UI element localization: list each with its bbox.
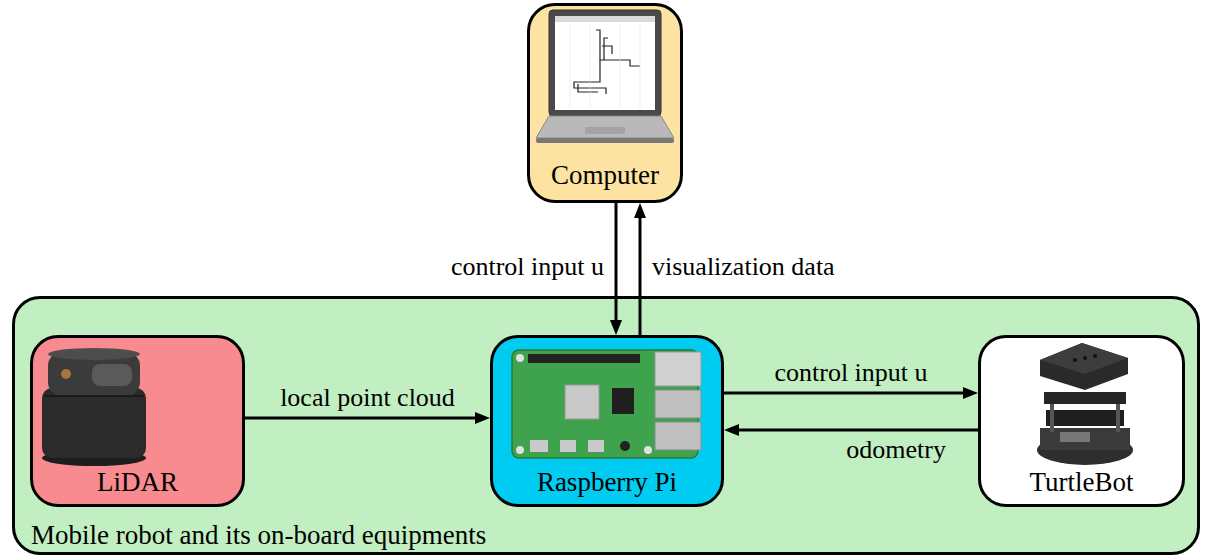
turtlebot-illustration-part (1044, 392, 1126, 404)
raspberry-pi-illustration-part (516, 446, 524, 454)
laptop-illustration-part (536, 138, 674, 143)
laptop-illustration-part (570, 24, 640, 108)
edge-label-holder: control input u (451, 252, 604, 282)
turtlebot-illustration (1037, 343, 1133, 465)
laptop-illustration-part (555, 16, 655, 22)
computer-box: Computer (527, 3, 683, 203)
lidar-illustration-part (48, 352, 140, 396)
edge-label: visualization data (652, 252, 835, 282)
turtlebot-illustration-part (1073, 358, 1077, 362)
raspberry-pi-illustration-part (655, 352, 701, 386)
edge-label: local point cloud (280, 383, 455, 413)
turtlebot-illustration-part (1116, 392, 1120, 432)
laptop-illustration-part-part (578, 84, 598, 92)
lidar-illustration (42, 348, 146, 466)
raspberry-pi-illustration-part (620, 441, 630, 451)
connector-arrow (724, 392, 963, 395)
laptop-illustration (536, 10, 674, 143)
lidar-box: LiDAR (30, 335, 245, 507)
laptop-illustration-part (555, 16, 655, 110)
raspberry-pi-illustration-part (588, 440, 604, 452)
turtlebot-illustration-part (1040, 343, 1128, 390)
raspberry-pi-illustration-part (612, 388, 634, 414)
robot-region: Mobile robot and its on-board equipments… (12, 296, 1200, 555)
laptop-illustration-part-part (570, 24, 571, 108)
edge-label-holder: local point cloud (280, 383, 455, 413)
edge-label: odometry (846, 435, 946, 465)
raspberry-pi-illustration-part (530, 440, 548, 452)
raspberry-pi-illustration-part (644, 446, 652, 454)
node-label: Mobile robot and its on-board equipments (31, 520, 486, 551)
laptop-illustration-part-part (602, 46, 612, 54)
laptop-illustration-part-part (604, 60, 640, 66)
connector-arrow (639, 218, 642, 335)
laptop-illustration-part (574, 30, 640, 94)
turtlebot-illustration-part (1040, 343, 1128, 374)
laptop-illustration-part-part (596, 30, 608, 60)
turtlebot-illustration-part (1050, 392, 1054, 432)
edge-label: control input u (451, 252, 604, 282)
node-label: TurtleBot (1029, 467, 1133, 498)
lidar-illustration-part (92, 364, 132, 386)
turtlebot-illustration-part (1046, 410, 1124, 426)
raspberry-pi-illustration-part (516, 354, 524, 362)
lidar-illustration-part (61, 369, 71, 379)
edge-label-holder: control input u (774, 358, 927, 388)
lidar-illustration-part (42, 450, 146, 466)
raspberry-pi-illustration-part (560, 440, 576, 452)
turtlebot-box: TurtleBot (978, 335, 1185, 507)
raspberry-pi-illustration-part (512, 350, 698, 458)
raspberry-pi-illustration-part (565, 385, 599, 419)
node-label: Raspberry Pi (537, 467, 677, 498)
lidar-illustration-part (42, 388, 146, 458)
turtlebot-illustration-part (1093, 354, 1097, 358)
turtlebot-illustration-part (1060, 432, 1090, 442)
node-label: Computer (551, 160, 659, 191)
turtlebot-illustration-part (1083, 356, 1087, 360)
connector-arrow (615, 203, 618, 320)
raspberry-pi-illustration (512, 350, 701, 458)
laptop-illustration-part-part (590, 24, 591, 108)
edge-label: control input u (774, 358, 927, 388)
turtlebot-illustration-part (1037, 435, 1133, 465)
laptop-illustration-part-part (574, 60, 606, 94)
raspberry-pi-box: Raspberry Pi (490, 335, 724, 507)
edge-label-holder: odometry (846, 435, 946, 465)
raspberry-pi-illustration-part (528, 354, 640, 363)
raspberry-pi-illustration-part (655, 390, 701, 418)
lidar-illustration-part (48, 348, 140, 360)
node-label: LiDAR (97, 467, 178, 498)
turtlebot-illustration-part (1040, 428, 1130, 450)
laptop-illustration-part (585, 127, 625, 134)
raspberry-pi-illustration-part (655, 422, 701, 450)
connector-arrow (739, 429, 978, 432)
connector-arrow (245, 417, 475, 420)
lidar-illustration-part (44, 395, 144, 397)
edge-label-holder: visualization data (652, 252, 835, 282)
laptop-illustration-part (549, 10, 661, 116)
laptop-illustration-part (536, 116, 674, 138)
laptop-illustration-part-part (640, 24, 641, 108)
laptop-illustration-part-part (620, 24, 621, 108)
